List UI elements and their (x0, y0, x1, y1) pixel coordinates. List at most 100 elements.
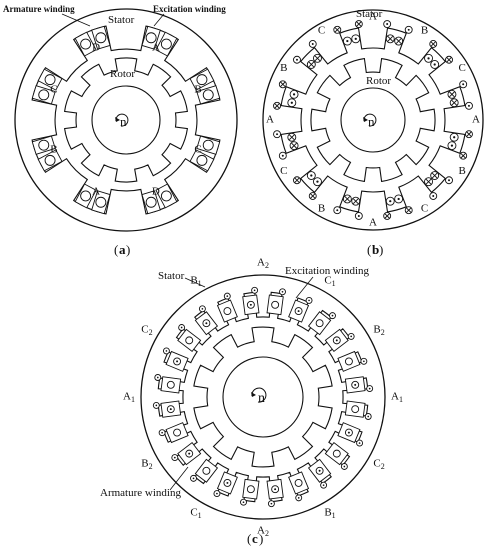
excitation-winding-leader (153, 13, 165, 27)
conductor-cross-icon (308, 192, 317, 200)
rotation-arrowhead-icon (251, 392, 256, 397)
phase-label: A1 (123, 391, 135, 404)
phase-label: B (194, 84, 201, 96)
conductor-dot-icon (251, 286, 259, 294)
conductor-dot-icon (171, 454, 179, 462)
conductor-plain-icon (332, 449, 341, 458)
conductor-plain-icon (44, 154, 56, 166)
rotor-outline (310, 57, 436, 183)
conductor-dot-icon (306, 171, 316, 180)
phase-label: B (318, 203, 325, 215)
conductor-dot-icon (185, 449, 194, 458)
conductor-plain-icon (344, 357, 353, 366)
conductor-cross-icon (424, 177, 433, 187)
phase-label: B2 (141, 458, 152, 471)
phase-label: B2 (373, 324, 384, 337)
conductor-dot-icon (465, 101, 473, 110)
conductor-cross-icon (293, 176, 301, 185)
phase-label: C (459, 62, 466, 74)
stator-outer-circle (262, 9, 484, 231)
caption-letter: c (252, 531, 258, 546)
phase-label: A (369, 11, 377, 23)
phase-label: C2 (373, 458, 384, 471)
conductor-cross-icon (404, 206, 413, 215)
conductor-cross-icon (333, 25, 342, 34)
conductor-dot-icon (447, 141, 457, 151)
conductor-dot-icon (273, 130, 281, 139)
conductor-plain-icon (202, 466, 211, 475)
conductor-cross-icon (449, 98, 459, 108)
conductor-dot-icon (347, 332, 355, 340)
armature-winding-leader (169, 466, 189, 491)
conductor-dot-icon (308, 40, 317, 48)
conductor-cross-icon (278, 80, 287, 89)
conductor-plain-icon (202, 139, 214, 151)
stator-yoke-outline (280, 27, 466, 213)
conductor-cross-icon (459, 151, 468, 160)
conductor-dot-icon (202, 319, 211, 328)
conductor-plain-icon (145, 196, 157, 208)
shaft-circle (222, 356, 304, 438)
conductor-dot-icon (178, 324, 186, 331)
conductor-plain-icon (246, 485, 255, 494)
phase-label: C1 (190, 507, 201, 520)
phase-label: C1 (324, 274, 335, 287)
conductor-dot-icon (305, 296, 313, 304)
excitation-winding-leader (295, 276, 314, 299)
conductor-dot-icon (429, 192, 438, 200)
conductor-dot-icon (445, 176, 453, 185)
conductor-dot-icon (424, 53, 433, 63)
phase-label: C (421, 203, 428, 215)
conductor-cross-icon (394, 36, 404, 46)
conductor-cross-icon (289, 141, 299, 151)
phase-label: B (459, 165, 466, 177)
phase-label: A (472, 114, 480, 126)
conductor-dot-icon (383, 20, 392, 28)
conductor-plain-icon (294, 478, 303, 487)
conductor-cross-icon (383, 212, 392, 220)
speed-symbol: n (120, 114, 127, 129)
conductor-plain-icon (38, 89, 50, 101)
conductor-dot-icon (340, 463, 348, 470)
conductor-dot-icon (366, 385, 374, 393)
stator-leader (184, 277, 206, 288)
slot-coils (273, 20, 473, 220)
conductor-dot-icon (404, 25, 413, 34)
armature-winding-leader (61, 13, 91, 27)
conductor-dot-icon (287, 98, 297, 108)
speed-symbol: n (258, 391, 265, 406)
phase-label: A1 (391, 391, 403, 404)
stator-outer-circle (14, 8, 238, 232)
conductor-dot-icon (267, 500, 275, 508)
conductor-cross-icon (465, 130, 473, 139)
conductor-dot-icon (240, 498, 247, 506)
stator-label: Stator (356, 8, 383, 20)
conductor-plain-icon (223, 307, 232, 316)
conductor-plain-icon (173, 428, 182, 437)
conductor-dot-icon (313, 177, 322, 187)
conductor-plain-icon (95, 32, 107, 44)
phase-label: C (194, 143, 201, 155)
phase-label: A2 (257, 257, 269, 270)
conductor-dot-icon (289, 89, 299, 99)
conductor-dot-icon (394, 194, 404, 204)
conductor-dot-icon (154, 374, 162, 381)
caption-open: ( (367, 242, 371, 257)
conductor-dot-icon (190, 474, 197, 482)
slot-coils (152, 286, 374, 508)
conductor-dot-icon (459, 80, 468, 89)
conductor-dot-icon (315, 466, 324, 475)
conductor-plain-icon (145, 32, 157, 44)
conductor-dot-icon (279, 288, 286, 296)
conductor-plain-icon (80, 38, 92, 50)
phase-label: B (421, 24, 428, 36)
conductor-dot-icon (223, 292, 231, 300)
armature-winding-label: Armature winding (3, 4, 75, 14)
rotor-label: Rotor (110, 68, 135, 80)
conductor-dot-icon (351, 34, 361, 44)
shaft-circle (91, 85, 161, 155)
